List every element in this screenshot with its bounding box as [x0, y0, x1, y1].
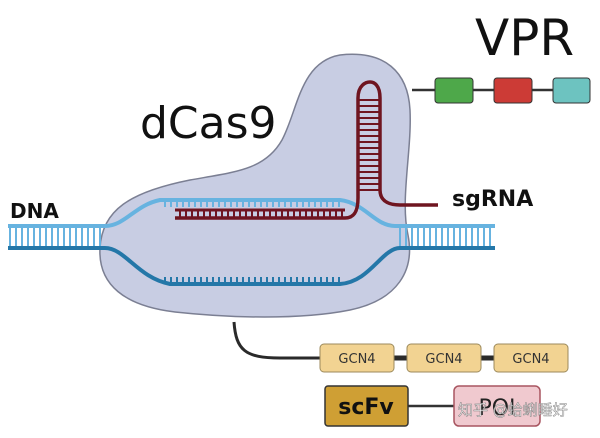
- dna-top-strand: [8, 198, 495, 228]
- dna-bottom-strand: [8, 246, 495, 286]
- gcn4-tether: [232, 321, 322, 360]
- vpr-domain-rta: [552, 77, 591, 104]
- dna-label: DNA: [10, 199, 59, 223]
- gcn4-label-3: GCN4: [512, 352, 549, 367]
- scfv-box: [324, 385, 409, 427]
- vpr-label: VPR: [475, 9, 574, 67]
- sgrna-label: sgRNA: [452, 187, 533, 212]
- sgrna-strand: [175, 80, 438, 220]
- gcn4-epitope-1: [319, 343, 395, 373]
- gcn4-epitope-2: [406, 343, 482, 373]
- vpr-domain-p65: [493, 77, 533, 104]
- dcas9-protein-shape: [99, 53, 411, 318]
- poi-label: POI: [478, 396, 515, 421]
- gcn4-label-2: GCN4: [425, 352, 462, 367]
- watermark-text: 知乎 @蛤蜊睡好: [458, 401, 568, 419]
- poi-box: [453, 385, 541, 427]
- gcn4-epitope-3: [493, 343, 569, 373]
- vpr-domain-vp64: [434, 77, 474, 104]
- gcn4-label-1: GCN4: [338, 352, 375, 367]
- dcas9-label: dCas9: [140, 98, 277, 149]
- scfv-label: scFv: [338, 395, 394, 420]
